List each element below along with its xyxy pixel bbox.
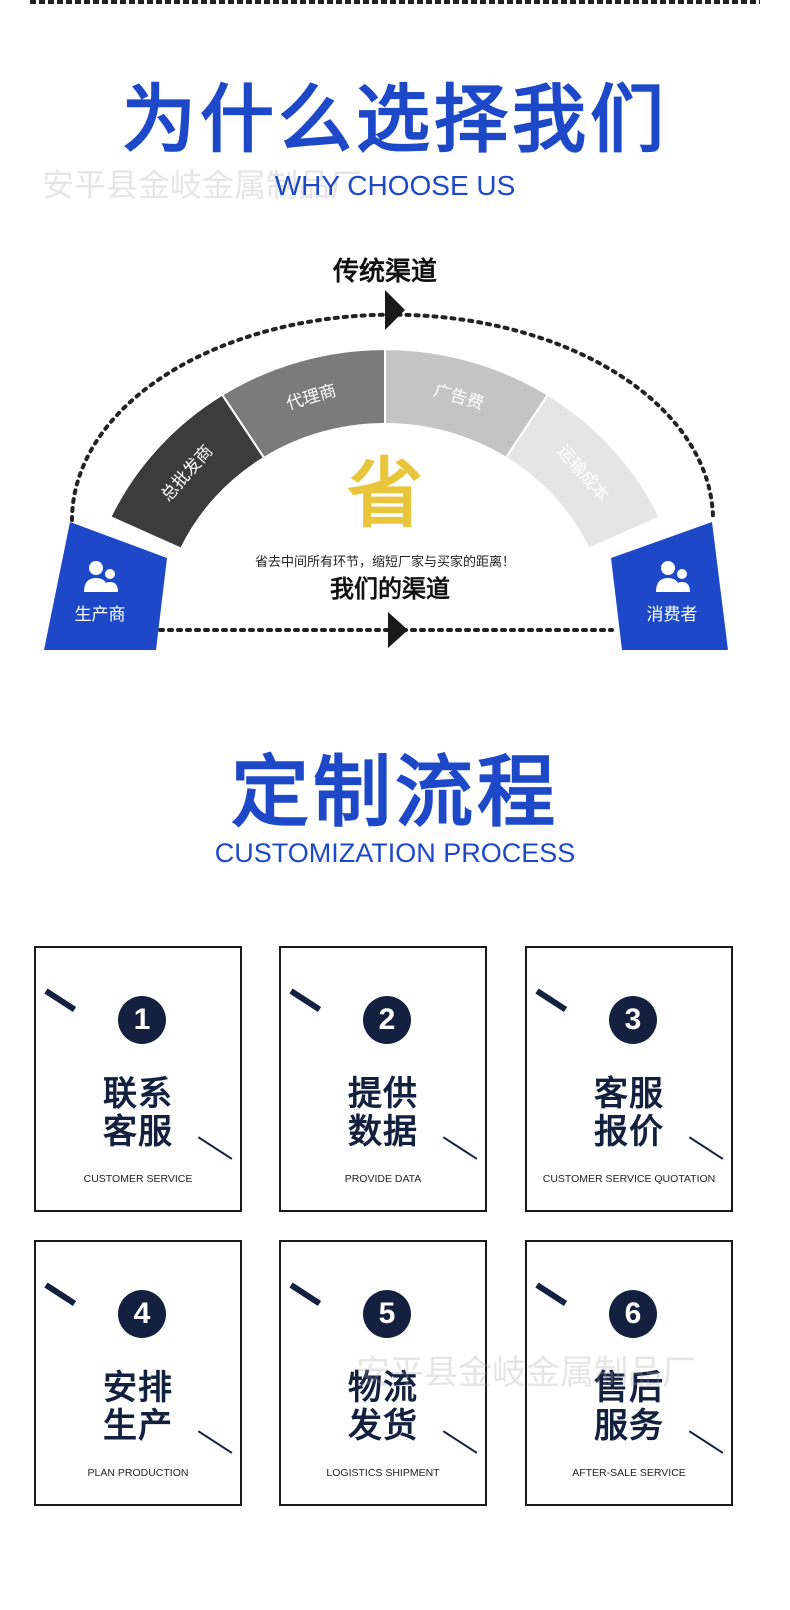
process-step-card: 4 安排生产 PLAN PRODUCTION: [34, 1240, 242, 1506]
save-description: 省去中间所有环节，缩短厂家与买家的距离！: [255, 554, 515, 570]
process-step-card: 2 提供数据 PROVIDE DATA: [279, 946, 487, 1212]
step-title-line1: 安排: [103, 1368, 173, 1408]
step-title-line1: 售后: [594, 1368, 664, 1408]
channel-arch-diagram: 传统渠道 总批发商代理商广告费运输成本 省 省去中间所有环节，缩短厂家与买家的距…: [44, 256, 728, 650]
step-title-line2: 数据: [348, 1112, 418, 1152]
slash-decoration: [289, 1282, 322, 1307]
step-title-line1: 联系: [103, 1074, 173, 1114]
watermark: 安平县金岐金属制品厂: [42, 166, 363, 204]
channel-segment: [504, 393, 661, 551]
step-english-label: PROVIDE DATA: [344, 1173, 422, 1185]
traditional-arrow-icon: [385, 290, 405, 330]
step-title-line2: 客服: [103, 1112, 173, 1152]
process-step-card: 1 联系客服 CUSTOMER SERVICE: [34, 946, 242, 1212]
customization-title: 定制流程: [230, 748, 559, 838]
slash-decoration: [289, 988, 322, 1013]
slash-decoration: [535, 1282, 568, 1307]
customization-subtitle: CUSTOMIZATION PROCESS: [214, 838, 576, 868]
why-choose-title: 为什么选择我们: [122, 77, 668, 163]
slash-decoration: [44, 988, 77, 1013]
step-number: 5: [363, 1290, 411, 1338]
step-english-label: LOGISTICS SHIPMENT: [326, 1467, 440, 1479]
step-number: 6: [609, 1290, 657, 1338]
why-choose-subtitle: WHY CHOOSE US: [274, 170, 516, 201]
our-channel-arrow-icon: [388, 612, 408, 648]
slash-decoration: [44, 1282, 77, 1307]
step-title-line2: 服务: [594, 1406, 664, 1446]
step-title-line1: 物流: [348, 1368, 418, 1408]
step-title-line2: 生产: [103, 1406, 173, 1446]
slash-decoration: [535, 988, 568, 1013]
step-number: 2: [363, 996, 411, 1044]
process-step-card: 6 售后服务 AFTER-SALE SERVICE: [525, 1240, 733, 1506]
step-number: 1: [118, 996, 166, 1044]
step-title-line2: 发货: [348, 1406, 418, 1446]
step-english-label: AFTER-SALE SERVICE: [572, 1467, 686, 1479]
save-char: 省: [347, 449, 423, 538]
step-title-line1: 提供: [348, 1074, 418, 1114]
step-title-line2: 报价: [594, 1112, 664, 1152]
producer-label: 生产商: [75, 605, 126, 625]
traditional-channel-label: 传统渠道: [332, 256, 437, 287]
step-english-label: CUSTOMER SERVICE: [83, 1173, 193, 1185]
step-number: 4: [118, 1290, 166, 1338]
step-title-line1: 客服: [594, 1074, 664, 1114]
watermark: 安平县金岐金属制品厂: [356, 1353, 696, 1393]
top-dotted-line: [30, 0, 760, 4]
consumer-label: 消费者: [647, 605, 698, 625]
producer-people-icon: [84, 561, 118, 592]
our-channel-label: 我们的渠道: [330, 575, 450, 603]
step-number: 3: [609, 996, 657, 1044]
process-step-card: 5 物流发货 LOGISTICS SHIPMENT: [279, 1240, 487, 1506]
consumer-people-icon: [656, 561, 690, 592]
step-english-label: CUSTOMER SERVICE QUOTATION: [542, 1173, 716, 1185]
step-english-label: PLAN PRODUCTION: [87, 1467, 189, 1479]
process-step-card: 3 客服报价 CUSTOMER SERVICE QUOTATION: [525, 946, 733, 1212]
